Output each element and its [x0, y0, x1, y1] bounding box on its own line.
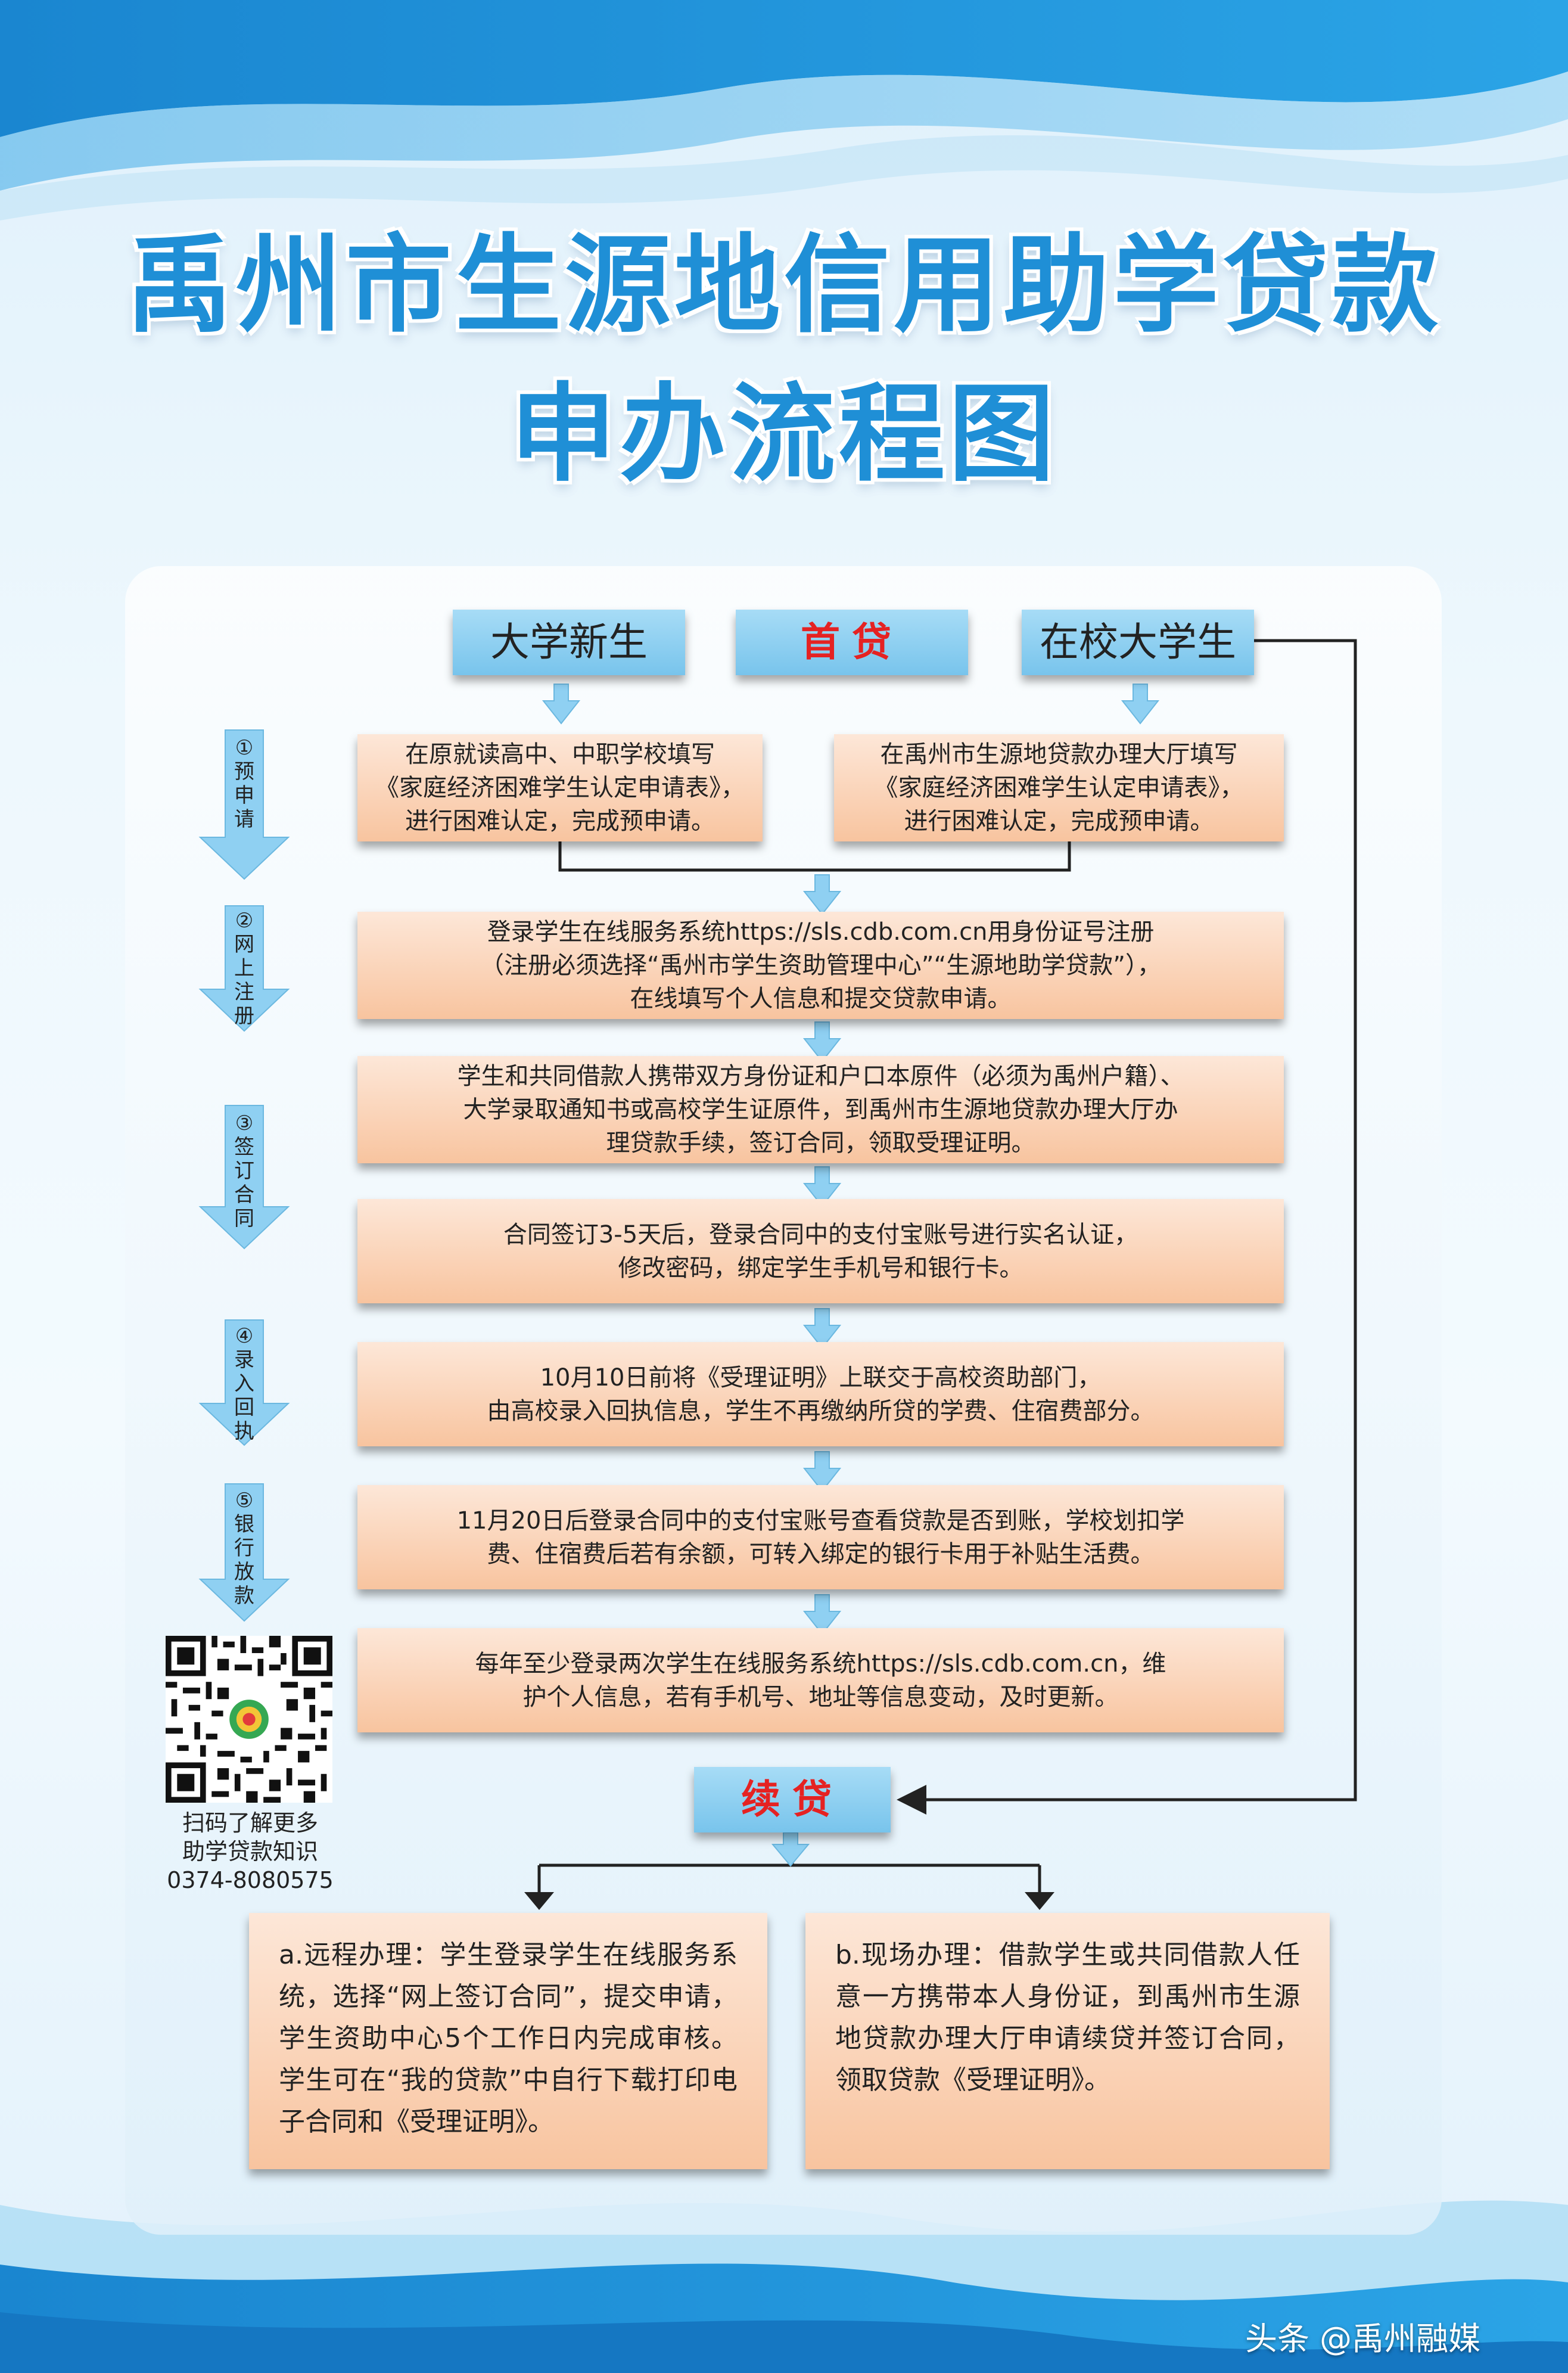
- header-first-loan: 首贷: [736, 610, 968, 675]
- step-text: 签订合同: [234, 1135, 254, 1231]
- box-line: 《家庭经济困难学生认定申请表》，: [874, 774, 1244, 802]
- step-label-record-receipt: ④ 录入回执: [200, 1324, 289, 1443]
- step-text: 录入回执: [234, 1348, 254, 1443]
- page-title-line2: 申办流程图: [510, 372, 1058, 496]
- contact-phone: 0374-8080575: [167, 1867, 334, 1893]
- box-line: 进行困难认定，完成预申请。: [405, 807, 715, 835]
- box-line: 在禹州市生源地贷款办理大厅填写: [880, 741, 1238, 768]
- box-record-receipt: 10月10日前将《受理证明》上联交于高校资助部门， 由高校录入回执信息，学生不再…: [357, 1342, 1284, 1446]
- box-line: 大学录取通知书或高校学生证原件，到禹州市生源地贷款办理大厅办: [463, 1096, 1178, 1123]
- box-renewal-remote: a.远程办理：学生登录学生在线服务系统，选择“网上签订合同”，提交申请，学生资助…: [249, 1913, 767, 2169]
- step-label-bank-disbursement: ⑤ 银行放款: [200, 1489, 289, 1608]
- box-line: 《家庭经济困难学生认定申请表》，: [375, 774, 745, 802]
- box-line: 每年至少登录两次学生在线服务系统https://sls.cdb.com.cn，维: [475, 1650, 1166, 1678]
- qr-caption-line1: 扫码了解更多: [182, 1810, 318, 1836]
- box-line: 费、住宿费后若有余额，可转入绑定的银行卡用于补贴生活费。: [487, 1540, 1155, 1568]
- step-label-online-register: ② 网上注册: [200, 909, 289, 1028]
- step-number: ⑤: [235, 1489, 254, 1512]
- page-title-line1: 禹州市生源地信用助学贷款: [126, 223, 1442, 347]
- box-line: 理贷款手续，签订合同，领取受理证明。: [606, 1129, 1035, 1157]
- step-text: 网上注册: [234, 933, 254, 1028]
- box-maintain-info: 每年至少登录两次学生在线服务系统https://sls.cdb.com.cn，维…: [357, 1628, 1284, 1732]
- box-line: 11月20日后登录合同中的支付宝账号查看贷款是否到账，学校划扣学: [456, 1507, 1185, 1535]
- box-line: 由高校录入回执信息，学生不再缴纳所贷的学费、住宿费部分。: [487, 1397, 1155, 1425]
- watermark: 头条 @禹州融媒: [1245, 2320, 1481, 2358]
- box-line: （注册必须选择“禹州市学生资助管理中心”“生源地助学贷款”），: [480, 952, 1161, 979]
- header-current-student: 在校大学生: [1022, 610, 1254, 675]
- box-bank-disbursement: 11月20日后登录合同中的支付宝账号查看贷款是否到账，学校划扣学 费、住宿费后若…: [357, 1485, 1284, 1589]
- box-line: 学生和共同借款人携带双方身份证和户口本原件（必须为禹州户籍）、: [457, 1063, 1184, 1090]
- header-freshman: 大学新生: [453, 610, 685, 675]
- box-line: 修改密码，绑定学生手机号和银行卡。: [618, 1254, 1023, 1282]
- box-line: 登录学生在线服务系统https://sls.cdb.com.cn用身份证号注册: [487, 918, 1155, 946]
- qr-code[interactable]: [166, 1636, 332, 1803]
- step-text: 银行放款: [234, 1512, 254, 1608]
- box-line: 进行困难认定，完成预申请。: [904, 807, 1214, 835]
- qr-caption-line2: 助学贷款知识: [182, 1838, 318, 1865]
- step-number: ③: [235, 1111, 254, 1135]
- box-line: 合同签订3-5天后，登录合同中的支付宝账号进行实名认证，: [503, 1220, 1138, 1248]
- box-renewal-onsite: b.现场办理：借款学生或共同借款人任意一方携带本人身份证，到禹州市生源地贷款办理…: [805, 1913, 1330, 2169]
- box-line: 护个人信息，若有手机号、地址等信息变动，及时更新。: [522, 1683, 1119, 1711]
- box-pre-application-current: 在禹州市生源地贷款办理大厅填写 《家庭经济困难学生认定申请表》， 进行困难认定，…: [834, 734, 1284, 841]
- box-account-verify: 合同签订3-5天后，登录合同中的支付宝账号进行实名认证， 修改密码，绑定学生手机…: [357, 1199, 1284, 1303]
- step-text: 预申请: [234, 760, 254, 831]
- step-number: ①: [235, 736, 254, 760]
- step-number: ④: [235, 1324, 254, 1348]
- step-number: ②: [235, 909, 254, 933]
- step-label-sign-contract: ③ 签订合同: [200, 1111, 289, 1231]
- box-pre-application-freshman: 在原就读高中、中职学校填写 《家庭经济困难学生认定申请表》， 进行困难认定，完成…: [357, 734, 763, 841]
- header-renew-loan: 续贷: [694, 1767, 891, 1832]
- qr-caption: 扫码了解更多 助学贷款知识 0374-8080575: [149, 1809, 351, 1894]
- step-label-pre-application: ① 预申请: [200, 736, 289, 831]
- box-line: 在原就读高中、中职学校填写: [405, 741, 715, 768]
- box-sign-contract: 学生和共同借款人携带双方身份证和户口本原件（必须为禹州户籍）、 大学录取通知书或…: [357, 1056, 1284, 1163]
- box-line: 10月10日前将《受理证明》上联交于高校资助部门，: [540, 1363, 1102, 1392]
- box-online-register: 登录学生在线服务系统https://sls.cdb.com.cn用身份证号注册 …: [357, 912, 1284, 1019]
- box-line: 在线填写个人信息和提交贷款申请。: [630, 985, 1012, 1012]
